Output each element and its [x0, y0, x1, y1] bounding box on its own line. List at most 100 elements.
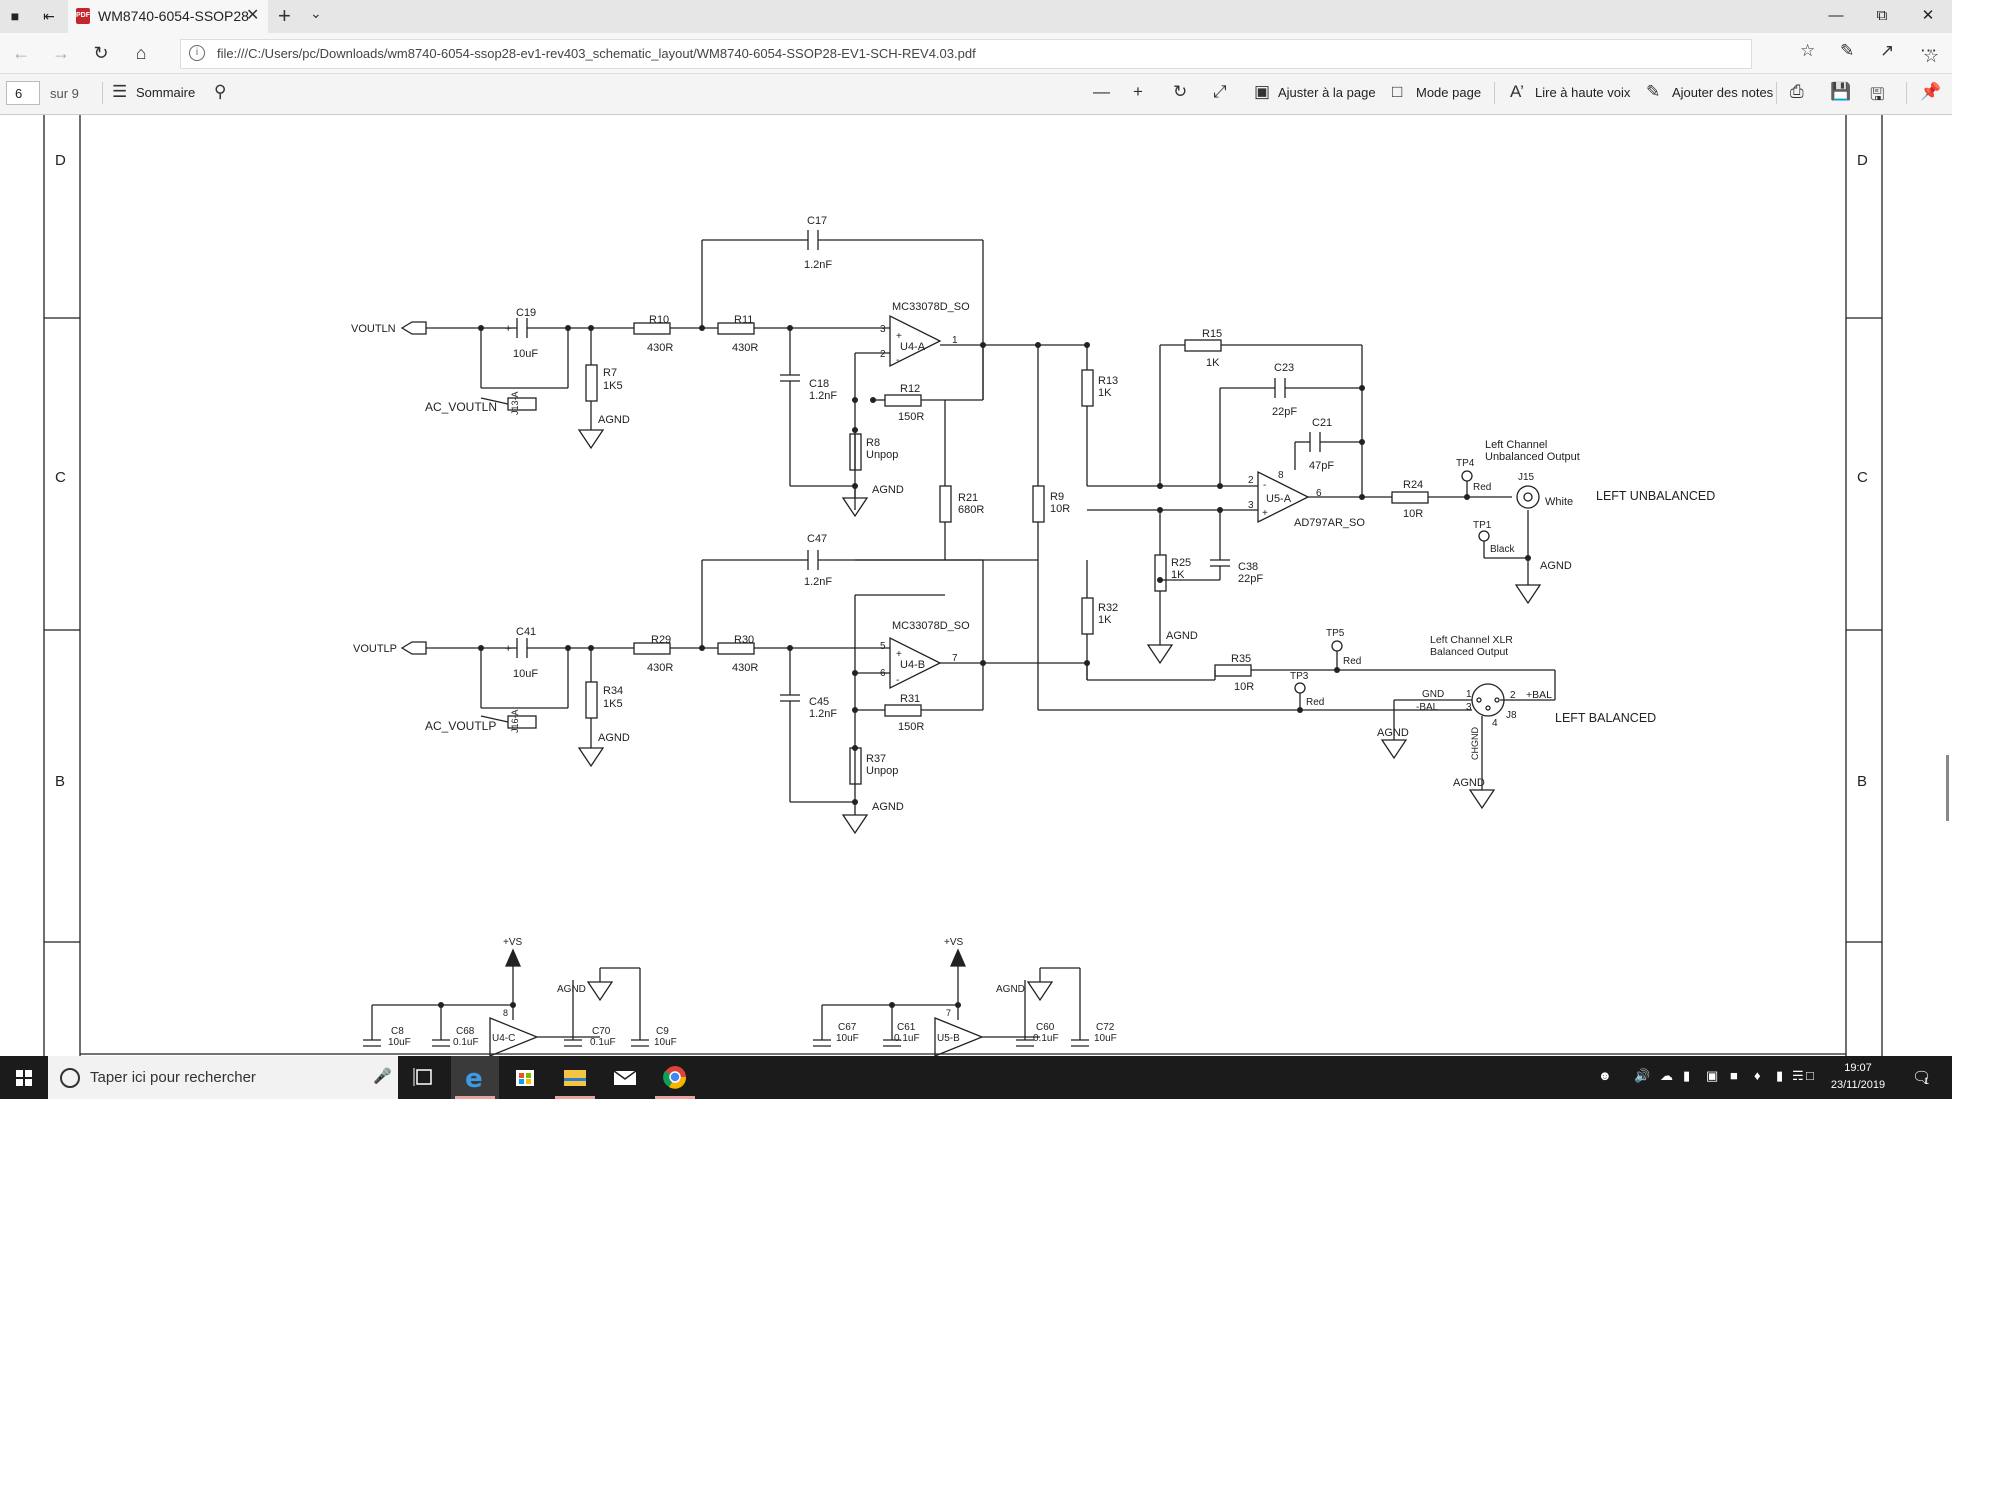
rotate-icon[interactable]: ↻ — [1173, 82, 1188, 101]
opamp-ref: U5-B — [937, 1033, 960, 1044]
task-view-icon[interactable] — [400, 1056, 448, 1099]
component-ref: C21 — [1312, 417, 1332, 429]
component-ref: R37 — [866, 753, 886, 765]
schematic-drawing: D C B D C B VOUTLN C19 10uF + R10 430R R… — [43, 115, 1883, 1056]
border-row-label: C — [1857, 469, 1868, 486]
url-field[interactable]: i file:///C:/Users/pc/Downloads/wm8740-6… — [180, 39, 1939, 69]
close-window-button[interactable]: ✕ — [1921, 7, 1935, 24]
people-icon[interactable]: ☻ — [1598, 1068, 1612, 1083]
mail-taskbar-icon[interactable] — [601, 1056, 649, 1099]
component-ref: R32 — [1098, 602, 1118, 614]
chrome-taskbar-icon[interactable] — [651, 1056, 699, 1099]
system-clock[interactable]: 19:07 23/11/2019 — [1818, 1060, 1898, 1094]
vertical-scrollbar[interactable] — [1946, 755, 1949, 821]
security-icon[interactable]: ♦ — [1754, 1068, 1761, 1083]
component-ref: C38 — [1238, 561, 1258, 573]
favorite-star-icon[interactable]: ☆ — [1923, 46, 1940, 66]
restore-button[interactable]: ⧉ — [1876, 7, 1888, 24]
save-icon[interactable]: 💾 — [1830, 82, 1852, 101]
page-mode-button[interactable]: Mode page — [1416, 85, 1482, 100]
component-value: 1K — [1098, 387, 1112, 399]
minimize-button[interactable]: — — [1828, 7, 1844, 24]
pin-number: 2 — [1248, 475, 1254, 486]
volume-icon[interactable]: 🔊 — [1634, 1068, 1651, 1083]
zoom-in-icon[interactable]: + — [1133, 82, 1143, 101]
forward-icon[interactable]: → — [52, 43, 70, 63]
set-aside-tabs-icon[interactable]: ⇤ — [43, 8, 55, 24]
tab-pdf-document[interactable]: PDF WM8740-6054-SSOP28 ✕ — [68, 0, 268, 33]
pin-label: +BAL — [1526, 689, 1552, 701]
home-icon[interactable]: ⌂ — [135, 43, 147, 63]
component-ref: C41 — [516, 626, 536, 638]
page-number-input[interactable]: 6 — [6, 81, 40, 105]
component-ref: C60 — [1036, 1022, 1055, 1033]
info-icon[interactable]: i — [189, 45, 205, 61]
pen-icon[interactable]: ✎ — [1646, 82, 1661, 101]
net-label: AGND — [996, 984, 1025, 995]
page-mode-icon[interactable]: □ — [1392, 82, 1403, 101]
component-value: 47pF — [1309, 460, 1334, 472]
net-label: AGND — [557, 984, 586, 995]
contents-button[interactable]: Sommaire — [136, 85, 196, 100]
nvidia-icon[interactable]: ■ — [1730, 1068, 1738, 1083]
battery-icon[interactable]: ▮ — [1776, 1068, 1784, 1083]
microphone-icon[interactable]: 🎤 — [373, 1068, 392, 1085]
read-aloud-button[interactable]: Lire à haute voix — [1535, 85, 1631, 100]
onedrive-icon[interactable]: ☁ — [1660, 1068, 1673, 1083]
refresh-icon[interactable]: ↻ — [93, 43, 109, 63]
device-icon[interactable]: ▣ — [1706, 1068, 1719, 1083]
tab-actions-icon[interactable]: ■ — [10, 8, 20, 24]
more-options-icon[interactable]: ⋯ — [1920, 41, 1937, 60]
output-header: Balanced Output — [1430, 646, 1508, 658]
polarity-mark: + — [505, 323, 511, 335]
polarity-mark: + — [1262, 508, 1268, 519]
store-taskbar-icon[interactable] — [501, 1056, 549, 1099]
search-icon[interactable]: ⚲ — [214, 82, 227, 101]
share-icon[interactable]: ↗ — [1880, 41, 1895, 60]
edge-taskbar-icon[interactable]: e — [451, 1056, 499, 1099]
component-value: 22pF — [1272, 406, 1297, 418]
component-ref: C8 — [391, 1026, 404, 1037]
pin-label: GND — [1422, 689, 1444, 700]
border-row-label: D — [55, 152, 66, 169]
close-tab-icon[interactable]: ✕ — [246, 7, 260, 24]
favorites-list-icon[interactable]: ☆ — [1800, 41, 1816, 60]
component-ref: R11 — [734, 314, 753, 326]
fit-page-button[interactable]: Ajuster à la page — [1278, 85, 1376, 100]
start-button[interactable] — [0, 1056, 48, 1099]
component-ref: R24 — [1403, 479, 1423, 491]
signal-bars-icon[interactable]: ▮ — [1683, 1068, 1691, 1083]
part-number: AD797AR_SO — [1294, 517, 1365, 529]
connector-ref: J8 — [1506, 710, 1517, 721]
fullscreen-icon[interactable]: ⤢ — [1213, 82, 1227, 101]
new-tab-icon[interactable]: + — [278, 3, 291, 28]
web-notes-icon[interactable]: ✎ — [1840, 41, 1855, 60]
print-icon[interactable]: ⎙ — [1790, 82, 1804, 101]
add-notes-button[interactable]: Ajouter des notes — [1672, 85, 1774, 100]
component-value: Unpop — [866, 765, 898, 777]
pdf-document-view[interactable]: D C B D C B VOUTLN C19 10uF + R10 430R R… — [0, 115, 1952, 1056]
tab-preview-chevron-icon[interactable]: ⌄ — [310, 5, 322, 21]
pin-toolbar-icon[interactable]: 📌 — [1920, 82, 1942, 101]
read-aloud-icon[interactable]: A’ — [1510, 82, 1524, 101]
save-as-icon[interactable]: 🖫 — [1870, 85, 1885, 104]
connector-color: White — [1545, 496, 1573, 508]
contents-list-icon[interactable]: ☰ — [112, 82, 128, 101]
power-icon[interactable]: □ — [1806, 1068, 1814, 1083]
component-value: 1K — [1206, 357, 1220, 369]
component-value: 10R — [1234, 681, 1254, 693]
wifi-icon[interactable]: ☴ — [1792, 1068, 1804, 1083]
url-text: file:///C:/Users/pc/Downloads/wm8740-605… — [217, 46, 976, 61]
component-value: 430R — [647, 662, 673, 674]
component-ref: R35 — [1231, 653, 1251, 665]
pin-number: 3 — [1248, 500, 1254, 511]
component-ref: R21 — [958, 492, 978, 504]
connector-ref: J13-A — [510, 391, 520, 415]
fit-page-icon[interactable]: ▣ — [1254, 82, 1271, 101]
taskbar-search[interactable]: Taper ici pour rechercher 🎤 — [48, 1056, 398, 1099]
notifications-icon[interactable]: 🗨 — [1912, 1069, 1932, 1086]
component-value: 10uF — [654, 1037, 677, 1048]
zoom-out-icon[interactable]: — — [1093, 82, 1110, 101]
file-explorer-taskbar-icon[interactable] — [551, 1056, 599, 1099]
back-icon[interactable]: ← — [12, 43, 30, 63]
